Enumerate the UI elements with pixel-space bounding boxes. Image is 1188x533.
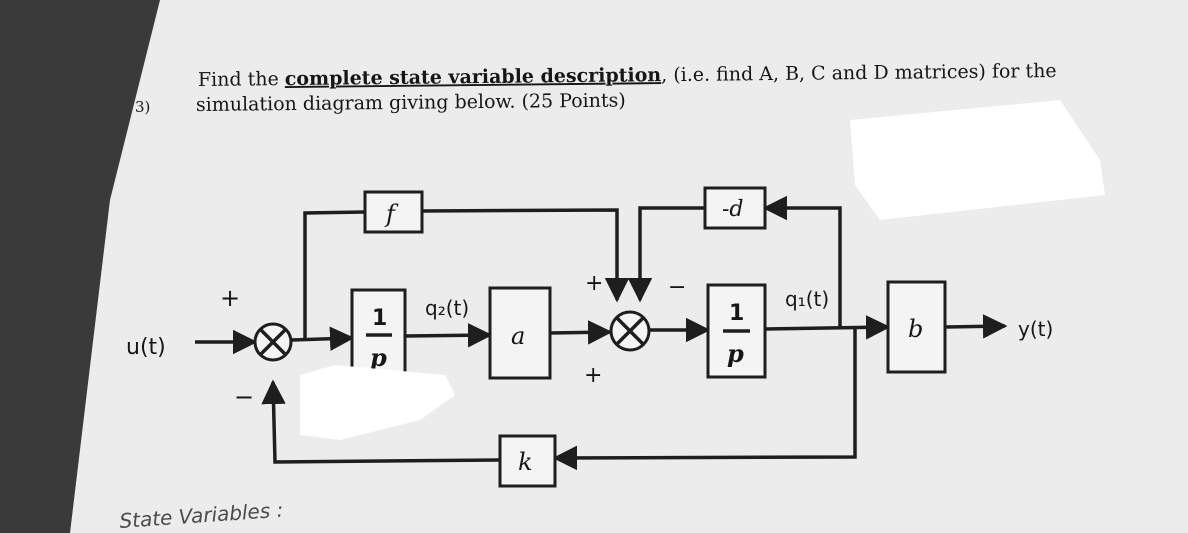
- f-loop-left: [303, 210, 366, 339]
- int1-to-a: [404, 323, 493, 348]
- block-minus-d: -d: [703, 186, 767, 230]
- integrator-2: 1 p: [706, 283, 767, 379]
- sum1-to-int1: [291, 326, 355, 351]
- state-q1-label: q₁(t): [785, 287, 829, 311]
- block-k-label: k: [518, 448, 533, 476]
- int2-to-b: [764, 315, 891, 340]
- question-line-1-prefix: Find the: [198, 68, 285, 91]
- integrator-1-denominator: p: [370, 343, 387, 372]
- output-label: y(t): [1018, 317, 1053, 341]
- state-q2-label: q₂(t): [425, 296, 469, 320]
- sum1-plus-sign: +: [220, 284, 240, 312]
- d-loop-right: [762, 195, 842, 329]
- k-loop-right: [552, 327, 857, 471]
- redaction-scribble-top: [850, 100, 1105, 220]
- block-b-label: b: [908, 315, 923, 343]
- sum2-plus-bottom-sign: +: [584, 363, 602, 388]
- f-loop-right: [421, 208, 630, 303]
- block-f: f: [363, 190, 424, 234]
- k-loop-left: [261, 379, 501, 464]
- d-loop-left: [627, 206, 705, 303]
- sum-junction-1: [253, 322, 293, 362]
- integrator-2-numerator: 1: [729, 301, 744, 326]
- question-number: 3): [135, 98, 150, 116]
- question-line-2: simulation diagram giving below. (25 Poi…: [196, 90, 626, 116]
- integrator-1: 1 p: [350, 288, 407, 382]
- block-k: k: [498, 434, 557, 488]
- block-d-label: -d: [722, 197, 744, 222]
- block-a: a: [488, 286, 552, 380]
- integrator-2-denominator: p: [727, 339, 744, 368]
- sum-junction-2: [609, 310, 651, 352]
- sum2-plus-top-sign: +: [585, 271, 603, 296]
- input-label: u(t): [126, 335, 166, 360]
- block-a-label: a: [511, 322, 525, 350]
- output-line: [944, 314, 1008, 339]
- question-line-1-bold: complete state variable description: [285, 64, 662, 90]
- a-to-sum2: [549, 320, 613, 345]
- redaction-scribble-left: [300, 365, 455, 440]
- sum1-minus-sign: −: [234, 383, 254, 411]
- sum2-minus-top-sign: −: [668, 275, 686, 300]
- integrator-1-numerator: 1: [372, 306, 387, 331]
- question-line-1: Find the complete state variable descrip…: [198, 60, 1057, 91]
- block-b: b: [886, 280, 947, 374]
- question-line-1-suffix: , (i.e. find A, B, C and D matrices) for…: [661, 60, 1057, 86]
